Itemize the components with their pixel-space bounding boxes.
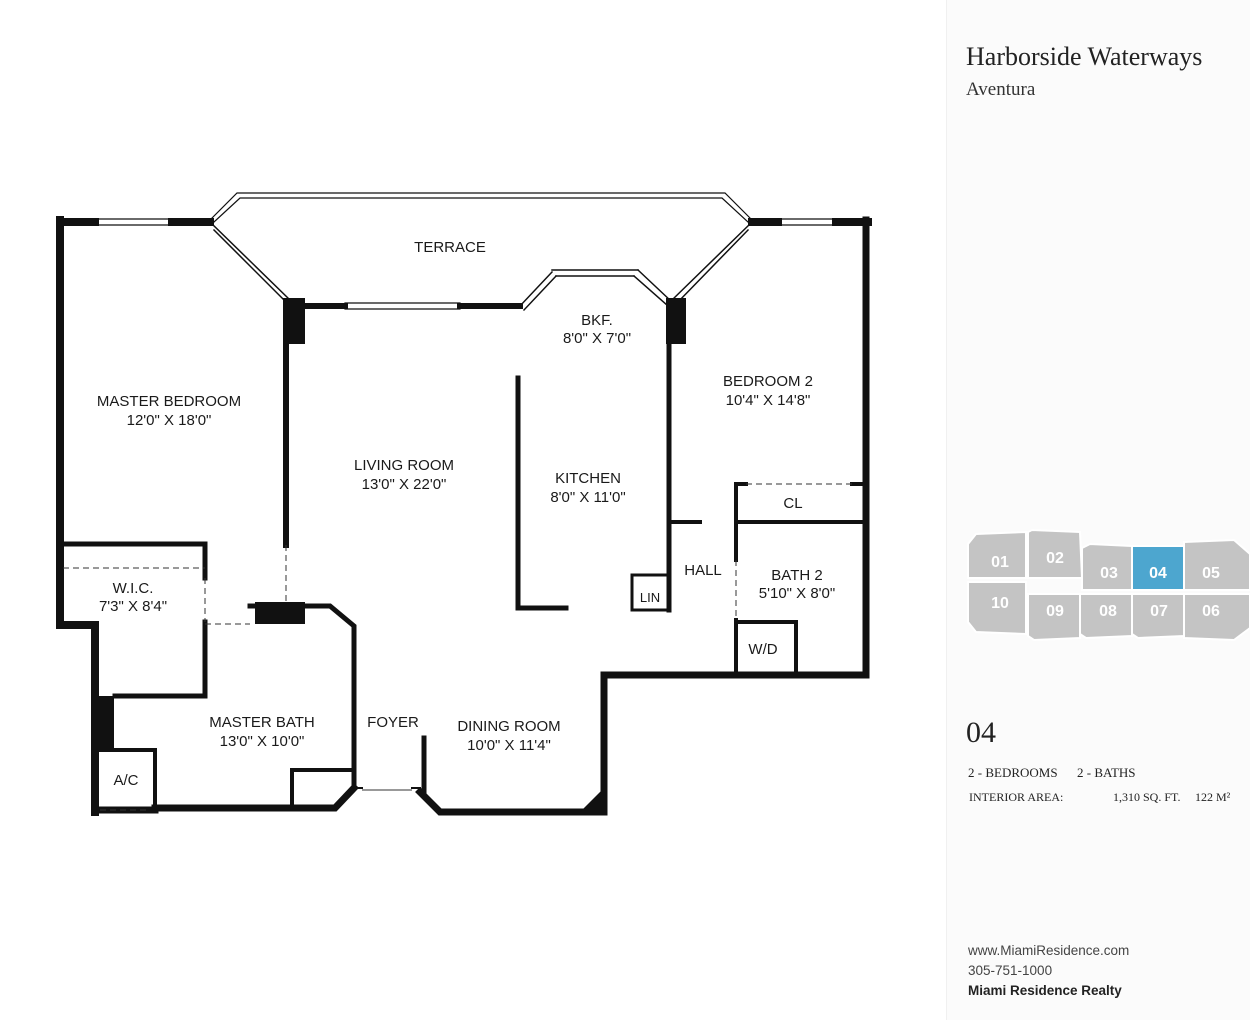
unit-number: 04 <box>966 716 996 749</box>
label-bkf: BKF. <box>581 312 613 329</box>
wall-master-bath-closet <box>290 768 356 810</box>
label-living-room: LIVING ROOM <box>354 457 454 474</box>
label-dining-room: DINING ROOM <box>457 718 560 735</box>
label-ac: A/C <box>113 772 138 789</box>
interior-area-label: INTERIOR AREA: <box>969 790 1064 804</box>
key-label-05: 05 <box>1202 565 1220 582</box>
terrace-rail <box>209 192 753 223</box>
info-panel <box>946 0 1250 1020</box>
dims-bath2: 5'10" X 8'0" <box>759 585 835 602</box>
key-unit-08 <box>1079 593 1133 640</box>
wall-master-bath-north <box>247 603 357 791</box>
unit-baths: 2 - BATHS <box>1077 765 1136 780</box>
wall-ac <box>93 748 157 810</box>
column-dining-se <box>580 788 604 812</box>
wall-bed2-hall <box>667 482 868 524</box>
key-plan-units <box>967 528 1250 642</box>
window-bkf <box>551 269 639 277</box>
window-bed2-angle <box>670 220 754 304</box>
key-label-03: 03 <box>1100 565 1118 582</box>
key-label-08: 08 <box>1099 603 1117 620</box>
dims-master-bedroom: 12'0" X 18'0" <box>127 412 212 429</box>
columns <box>92 298 686 812</box>
wall-wd <box>734 620 798 674</box>
key-unit-09 <box>1027 593 1081 642</box>
walls <box>56 192 872 816</box>
window-master-angle <box>208 220 292 304</box>
dims-bkf: 8'0" X 7'0" <box>563 330 631 347</box>
dims-master-bath: 13'0" X 10'0" <box>220 733 305 750</box>
label-master-bedroom: MASTER BEDROOM <box>97 393 241 410</box>
floor-plan: TERRACE MASTER BEDROOM 12'0" X 18'0" W.I… <box>56 192 872 816</box>
column-bed2-nw <box>666 298 686 344</box>
label-terrace: TERRACE <box>414 239 486 256</box>
company-name: Miami Residence Realty <box>968 983 1122 998</box>
interior-area-sqm: 122 M² <box>1195 790 1231 804</box>
key-label-09: 09 <box>1046 603 1064 620</box>
outer-wall-south-left <box>91 783 359 814</box>
label-wic: W.I.C. <box>113 580 154 597</box>
interior-area-sqft: 1,310 SQ. FT. <box>1113 790 1181 804</box>
key-unit-06 <box>1183 593 1250 642</box>
website-link[interactable]: www.MiamiResidence.com <box>968 943 1130 958</box>
label-hall: HALL <box>684 562 722 579</box>
building-title: Harborside Waterways <box>966 42 1203 71</box>
dims-kitchen: 8'0" X 11'0" <box>550 489 625 506</box>
building-location: Aventura <box>966 79 1036 100</box>
opening-wic-bath <box>204 578 250 625</box>
key-label-02: 02 <box>1046 550 1064 567</box>
outer-wall-west <box>56 216 99 816</box>
window-master-north <box>95 218 173 226</box>
key-label-04: 04 <box>1149 565 1167 582</box>
key-unit-10 <box>967 581 1027 636</box>
wall-wic <box>60 541 208 699</box>
openings <box>63 483 852 811</box>
outer-wall-east <box>415 216 870 816</box>
label-foyer: FOYER <box>367 714 419 731</box>
key-label-07: 07 <box>1150 603 1168 620</box>
label-lin: LIN <box>640 590 660 605</box>
key-unit-07 <box>1131 593 1185 640</box>
column-living-nw <box>283 298 305 344</box>
column-master-bath <box>255 602 305 624</box>
unit-bedrooms: 2 - BEDROOMS <box>968 765 1058 780</box>
label-cl: CL <box>783 495 802 512</box>
dims-dining-room: 10'0" X 11'4" <box>467 737 551 754</box>
key-plan: 01 02 03 04 05 10 09 08 07 06 <box>967 528 1250 642</box>
dims-wic: 7'3" X 8'4" <box>99 598 167 615</box>
column-west <box>92 696 114 748</box>
key-unit-01 <box>967 530 1027 579</box>
key-label-10: 10 <box>991 595 1009 612</box>
bkf-angle-left <box>518 270 558 312</box>
key-label-06: 06 <box>1202 603 1220 620</box>
label-wd: W/D <box>748 641 777 658</box>
wall-lin <box>630 573 671 612</box>
bkf-angle-right <box>632 268 674 308</box>
label-kitchen: KITCHEN <box>555 470 621 487</box>
key-label-01: 01 <box>991 554 1009 571</box>
wall-kitchen-island <box>515 375 569 611</box>
phone-number[interactable]: 305-751-1000 <box>968 963 1053 978</box>
label-bedroom2: BEDROOM 2 <box>723 373 813 390</box>
label-master-bath: MASTER BATH <box>209 714 315 731</box>
key-unit-05 <box>1183 538 1250 591</box>
window-bed2-north <box>777 218 837 226</box>
dims-living-room: 13'0" X 22'0" <box>362 476 447 493</box>
window-living <box>344 302 461 310</box>
dims-bedroom2: 10'4" X 14'8" <box>726 392 811 409</box>
key-plan-labels: 01 02 03 04 05 10 09 08 07 06 <box>991 550 1220 620</box>
label-bath2: BATH 2 <box>771 567 822 584</box>
